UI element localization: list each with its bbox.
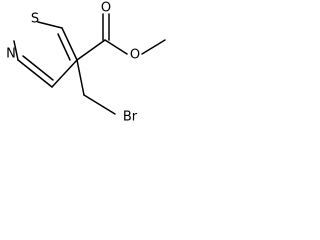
atom-label-nitrogen: N: [6, 47, 16, 62]
atom-label-sulfur: S: [31, 12, 39, 27]
bond-s1-n2: [13, 40, 19, 61]
bond-n2-c3: [17, 59, 53, 88]
bond-c5-s1: [37, 21, 63, 29]
atom-label-carbonyl-oxygen: O: [101, 1, 111, 16]
bond-c4-c5-double: [57, 33, 71, 61]
bond-c3-c4: [51, 59, 78, 88]
bond-c5-carbonyl: [76, 39, 106, 61]
bond-ester-oxygen-methyl: [141, 39, 166, 55]
bond-carbonyl-ester-oxygen: [104, 39, 128, 55]
bond-n2-c3-double: [22, 55, 54, 81]
atom-label-bromine: Br: [123, 110, 138, 125]
chemical-structure: S N O O Br: [6, 1, 166, 125]
bond-ch2-br: [83, 94, 116, 115]
atom-label-ester-oxygen: O: [130, 48, 140, 63]
bond-c4-c5: [61, 27, 78, 61]
bond-c4-ch2: [76, 59, 85, 96]
